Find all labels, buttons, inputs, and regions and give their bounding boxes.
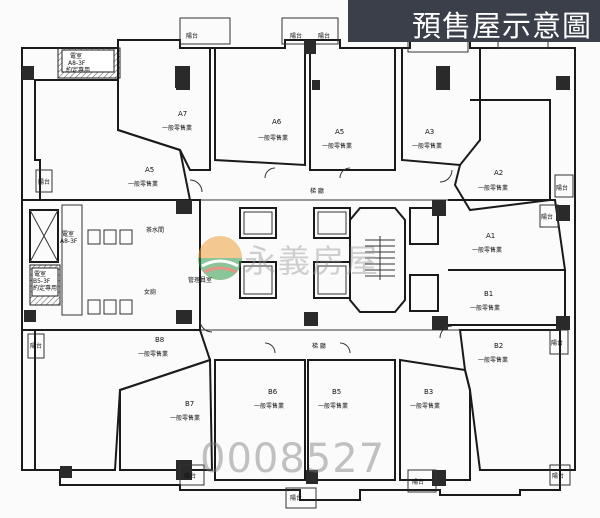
balcony-bottom-2 [285, 487, 317, 509]
balcony-bottom-1 [179, 464, 205, 486]
unit-a2-walls [453, 99, 551, 212]
unit-a5-left-walls [34, 79, 192, 201]
unit-desc: 一般零售業 [322, 142, 352, 150]
svg-text:陽台: 陽台 [552, 472, 564, 480]
room-labels: 電室 A8-3F 約定專用 電室 B5-3F 約定專用 電室 A8-3F 管理員… [33, 52, 326, 350]
elevator-2 [239, 261, 277, 299]
unit-desc: 一般零售業 [128, 180, 158, 188]
unit-a5-walls [309, 48, 396, 171]
svg-text:茶水間: 茶水間 [146, 226, 164, 234]
unit-desc: 一般零售業 [470, 304, 500, 312]
svg-text:A8-3F: A8-3F [68, 60, 86, 67]
unit-b8-walls [34, 329, 212, 471]
balcony-labels: 陽台 陽台 陽台 陽台 陽台 陽台 陽台 陽台 陽台 陽台 陽台 陽台 陽台 [30, 32, 568, 502]
unit-code: B2 [494, 342, 503, 350]
svg-text:約定專用: 約定專用 [66, 66, 90, 74]
balcony-bottom-3 [407, 469, 437, 493]
svg-text:約定專用: 約定專用 [33, 284, 57, 292]
unit-code: A3 [425, 128, 434, 136]
balcony-top-1 [179, 17, 231, 45]
unit-code: B8 [155, 336, 164, 344]
unit-code: A5 [335, 128, 344, 136]
unit-b7-walls [119, 358, 214, 471]
unit-a7-walls [117, 48, 211, 171]
unit-code: B5 [332, 388, 341, 396]
unit-desc: 一般零售業 [478, 356, 508, 364]
toilet-stalls [87, 229, 133, 315]
svg-text:管理員室: 管理員室 [188, 276, 212, 284]
shaft-right-1 [409, 207, 439, 245]
svg-text:女廁: 女廁 [144, 288, 156, 296]
svg-text:陽台: 陽台 [290, 32, 302, 40]
unit-labels: A7 一般零售業 A6 一般零售業 A5 一般零售業 A3 一般零售業 A5 一… [128, 110, 508, 422]
svg-text:陽台: 陽台 [541, 213, 553, 221]
svg-text:陽台: 陽台 [318, 32, 330, 40]
svg-text:陽台: 陽台 [184, 472, 196, 480]
svg-text:電室: 電室 [62, 230, 74, 238]
svg-text:陽台: 陽台 [412, 478, 424, 486]
unit-b2-walls [458, 329, 561, 471]
unit-b3-walls [399, 358, 471, 481]
unit-desc: 一般零售業 [472, 246, 502, 254]
svg-text:陽台: 陽台 [38, 178, 50, 186]
unit-b5-walls [307, 359, 396, 481]
watermark-number: 0008527 [200, 436, 386, 482]
svg-text:陽台: 陽台 [556, 184, 568, 192]
stair-treads [365, 236, 395, 280]
title-banner: 預售屋示意圖 [348, 0, 600, 43]
balcony-right-1 [539, 204, 559, 228]
unit-b1-walls [448, 269, 566, 326]
balcony-right-3 [549, 329, 569, 355]
unit-desc: 一般零售業 [258, 134, 288, 142]
svg-text:陽台: 陽台 [551, 339, 563, 347]
company-logo [198, 236, 242, 280]
unit-code: A5 [145, 166, 154, 174]
duct-a3 [436, 66, 448, 88]
door-swings [189, 167, 453, 354]
balcony-right-2 [554, 174, 574, 198]
elevator-1 [239, 207, 277, 239]
shaft-left [29, 209, 59, 263]
svg-text:電室: 電室 [70, 52, 82, 60]
unit-desc: 一般零售業 [410, 402, 440, 410]
unit-a6-walls [214, 48, 306, 167]
unit-code: B3 [424, 388, 433, 396]
unit-code: A7 [178, 110, 187, 118]
svg-text:陽台: 陽台 [186, 32, 198, 40]
unit-code: B1 [484, 290, 493, 298]
unit-desc: 一般零售業 [254, 402, 284, 410]
unit-desc: 一般零售業 [170, 414, 200, 422]
svg-text:B5-3F: B5-3F [33, 278, 51, 285]
unit-desc: 一般零售業 [412, 142, 442, 150]
svg-text:梯 廳: 梯 廳 [312, 342, 326, 350]
stair-core [349, 207, 406, 313]
unit-code: A1 [486, 232, 495, 240]
balcony-left-1 [35, 169, 53, 193]
unit-code: B7 [185, 400, 194, 408]
unit-code: A2 [494, 169, 503, 177]
unit-desc: 一般零售業 [478, 184, 508, 192]
svg-text:陽台: 陽台 [290, 494, 302, 502]
shaft-right-2 [409, 274, 439, 312]
toilet-shaft [61, 204, 83, 316]
page-title: 預售屋示意圖 [411, 9, 592, 43]
unit-desc: 一般零售業 [162, 124, 192, 132]
balcony-right-4 [549, 464, 571, 486]
unit-a1-walls [448, 199, 567, 271]
unit-desc: 一般零售業 [318, 402, 348, 410]
unit-desc: 一般零售業 [138, 350, 168, 358]
duct-a7 [175, 66, 189, 88]
svg-text:陽台: 陽台 [30, 342, 42, 350]
unit-code: B6 [268, 388, 278, 396]
company-logo-text: 永義房屋 [244, 242, 381, 280]
balcony-left-2 [27, 333, 45, 359]
unit-code: A6 [272, 118, 282, 126]
svg-text:A8-3F: A8-3F [60, 238, 78, 245]
unit-b6-walls [214, 359, 306, 481]
svg-text:梯 廳: 梯 廳 [310, 187, 324, 195]
svg-text:電室: 電室 [34, 270, 46, 278]
